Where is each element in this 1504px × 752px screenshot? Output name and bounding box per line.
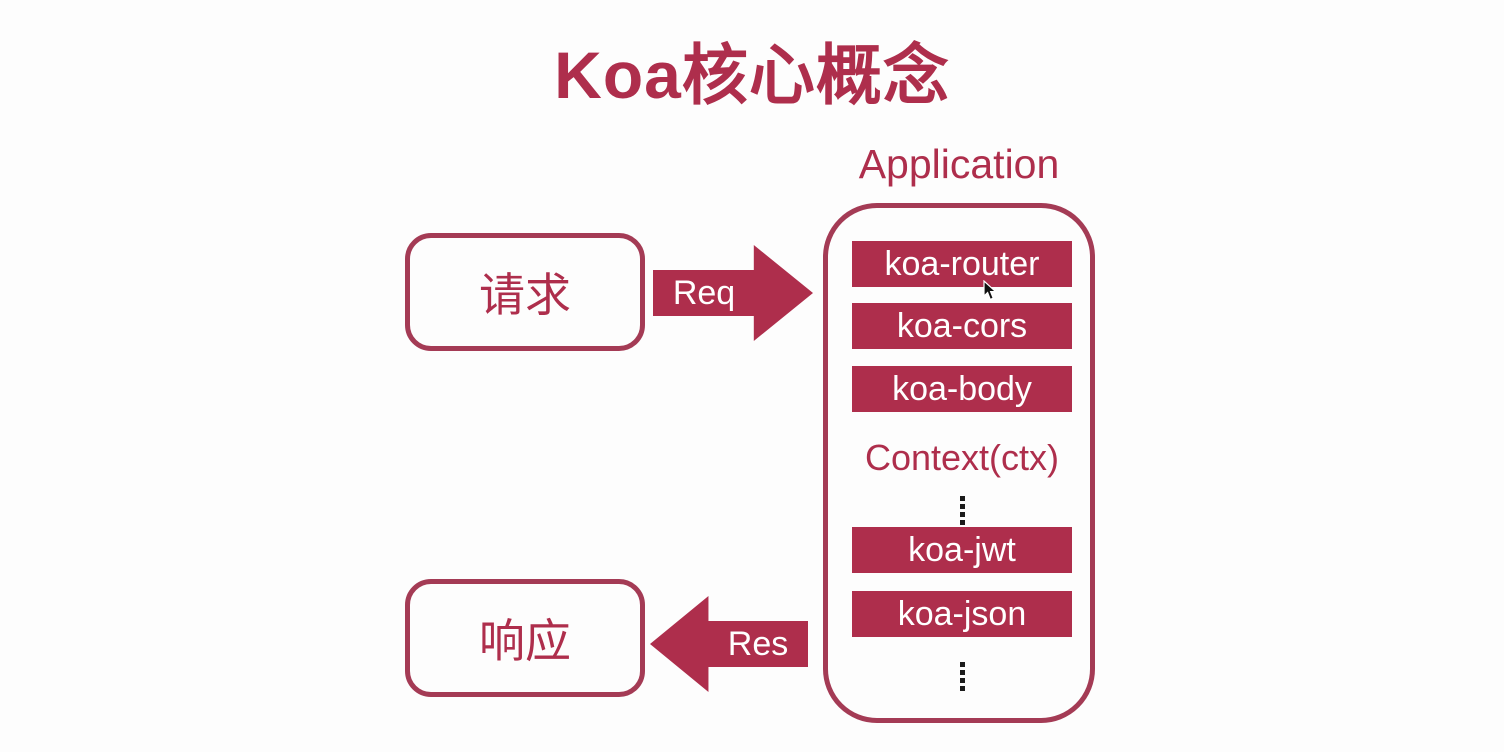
- request-box-label: 请求: [479, 269, 571, 321]
- middleware-badge-koa-router: koa-router: [852, 241, 1072, 287]
- request-box: 请求: [405, 233, 645, 351]
- ellipsis-dots-icon: [852, 496, 1072, 525]
- response-arrow-label: Res: [727, 624, 789, 663]
- application-label: Application: [858, 141, 1060, 187]
- context-ctx-label: Context(ctx): [864, 437, 1060, 478]
- response-box-label: 响应: [479, 615, 571, 667]
- middleware-badge-koa-body: koa-body: [852, 366, 1072, 412]
- middleware-badge-koa-cors: koa-cors: [852, 303, 1072, 349]
- middleware-badge-koa-json: koa-json: [852, 591, 1072, 637]
- ellipsis-dots-icon: [852, 662, 1072, 691]
- middleware-badge-koa-jwt: koa-jwt: [852, 527, 1072, 573]
- page-title: Koa核心概念: [554, 38, 950, 112]
- response-box: 响应: [405, 579, 645, 697]
- request-arrow-label: Req: [672, 273, 736, 312]
- response-arrow: Res: [650, 596, 808, 692]
- request-arrow: Req: [653, 245, 813, 341]
- mouse-cursor-icon: [983, 280, 998, 301]
